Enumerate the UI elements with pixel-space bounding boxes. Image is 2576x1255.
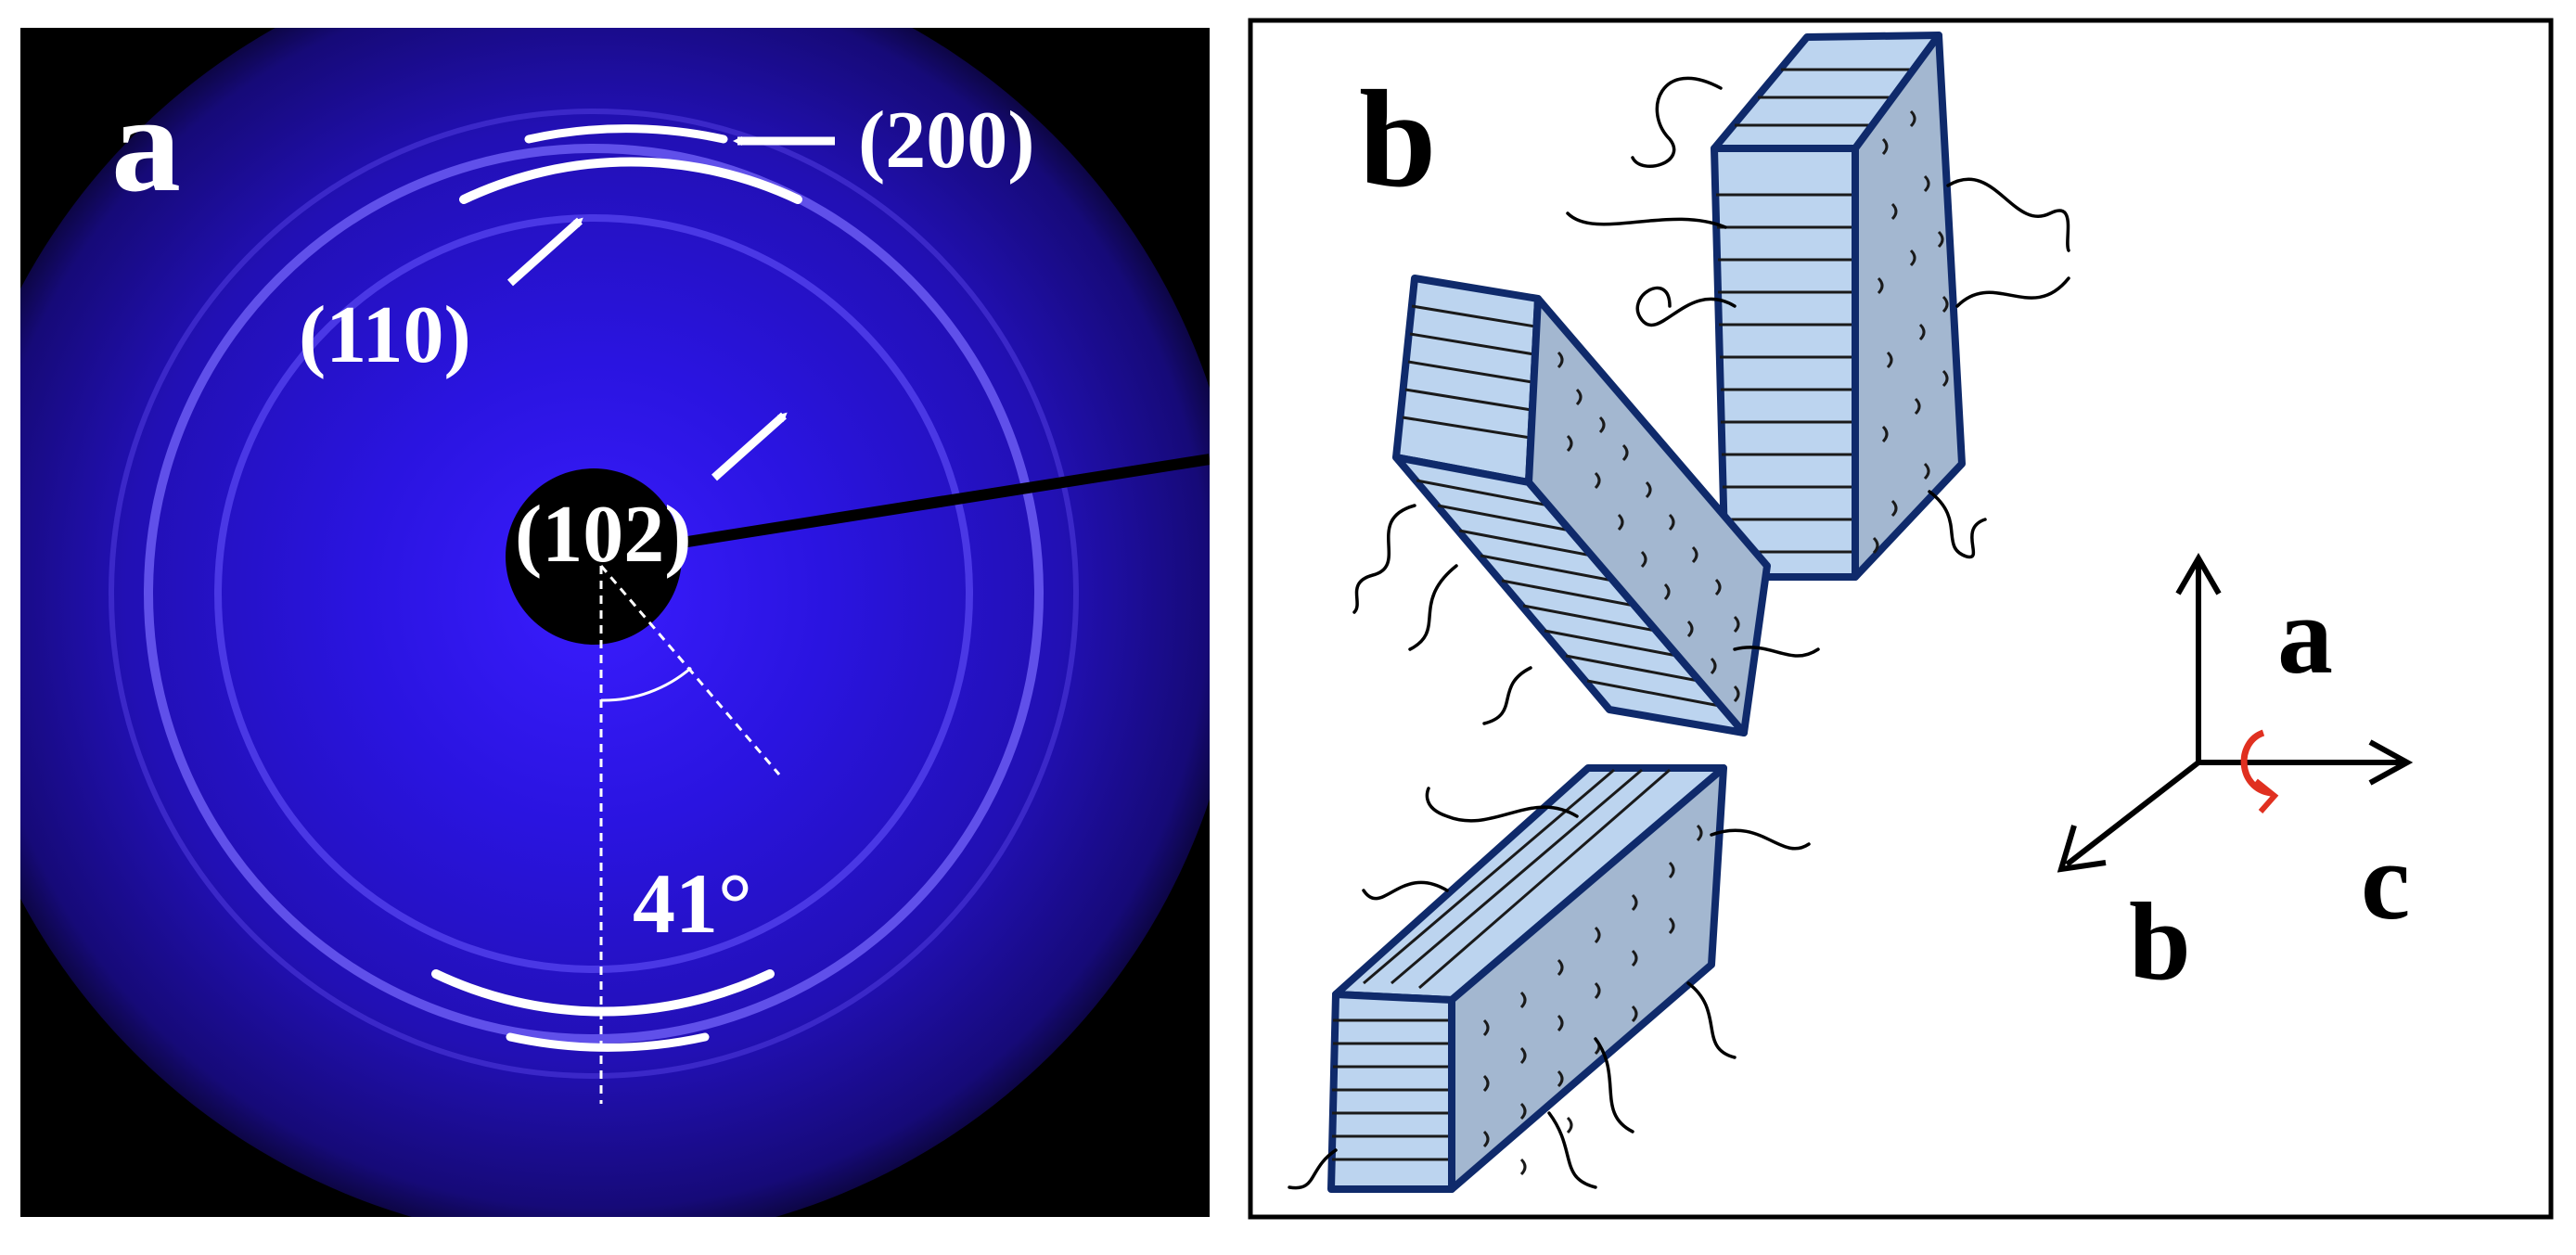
- panel-a: a (200) (110) (102) 41°: [20, 28, 1210, 1217]
- diffraction-ring-outer: [109, 109, 1079, 1079]
- axis-c-label: c: [2361, 819, 2410, 942]
- lamellar-crystal-1: [1711, 32, 1966, 581]
- arc-200-top: [524, 124, 728, 144]
- axis-b-arrow: [2065, 760, 2200, 867]
- diffraction-ring-inner: [214, 214, 973, 973]
- beam-stop: [506, 468, 682, 645]
- arc-110-top: [459, 157, 802, 204]
- rotation-arrow-icon: [2240, 729, 2272, 797]
- crystal-1-side: [1852, 32, 1966, 581]
- crystal-2-side: [1525, 295, 1771, 736]
- diffraction-ring-middle: [144, 144, 1044, 1044]
- reflection-200-label: (200): [858, 96, 1035, 186]
- axis-a-label: a: [2277, 573, 2333, 697]
- reflection-110-label: (110): [299, 290, 471, 380]
- crystal-axes: a c b: [2057, 553, 2414, 1003]
- crystal-1-front: [1711, 145, 1859, 581]
- angle-arc: [600, 666, 692, 702]
- reflection-102-label: (102): [515, 490, 692, 580]
- amorphous-chains: [1288, 76, 2070, 1190]
- panel-a-label: a: [111, 67, 181, 221]
- angle-label: 41°: [633, 856, 752, 951]
- arc-200-bottom: [506, 1032, 710, 1052]
- lamellar-crystal-2: [1392, 275, 1771, 736]
- panel-b-label: b: [1359, 62, 1436, 216]
- arrow-110: [507, 217, 583, 287]
- axis-b-label: b: [2129, 879, 2191, 1003]
- arrow-102: [711, 412, 788, 481]
- lamellar-crystal-3: [1327, 764, 1727, 1193]
- beam-stop-arm: [593, 454, 1210, 562]
- arc-110-bottom: [431, 969, 775, 1017]
- crystal-3-side: [1448, 764, 1727, 1193]
- panel-b: b: [1248, 18, 2554, 1220]
